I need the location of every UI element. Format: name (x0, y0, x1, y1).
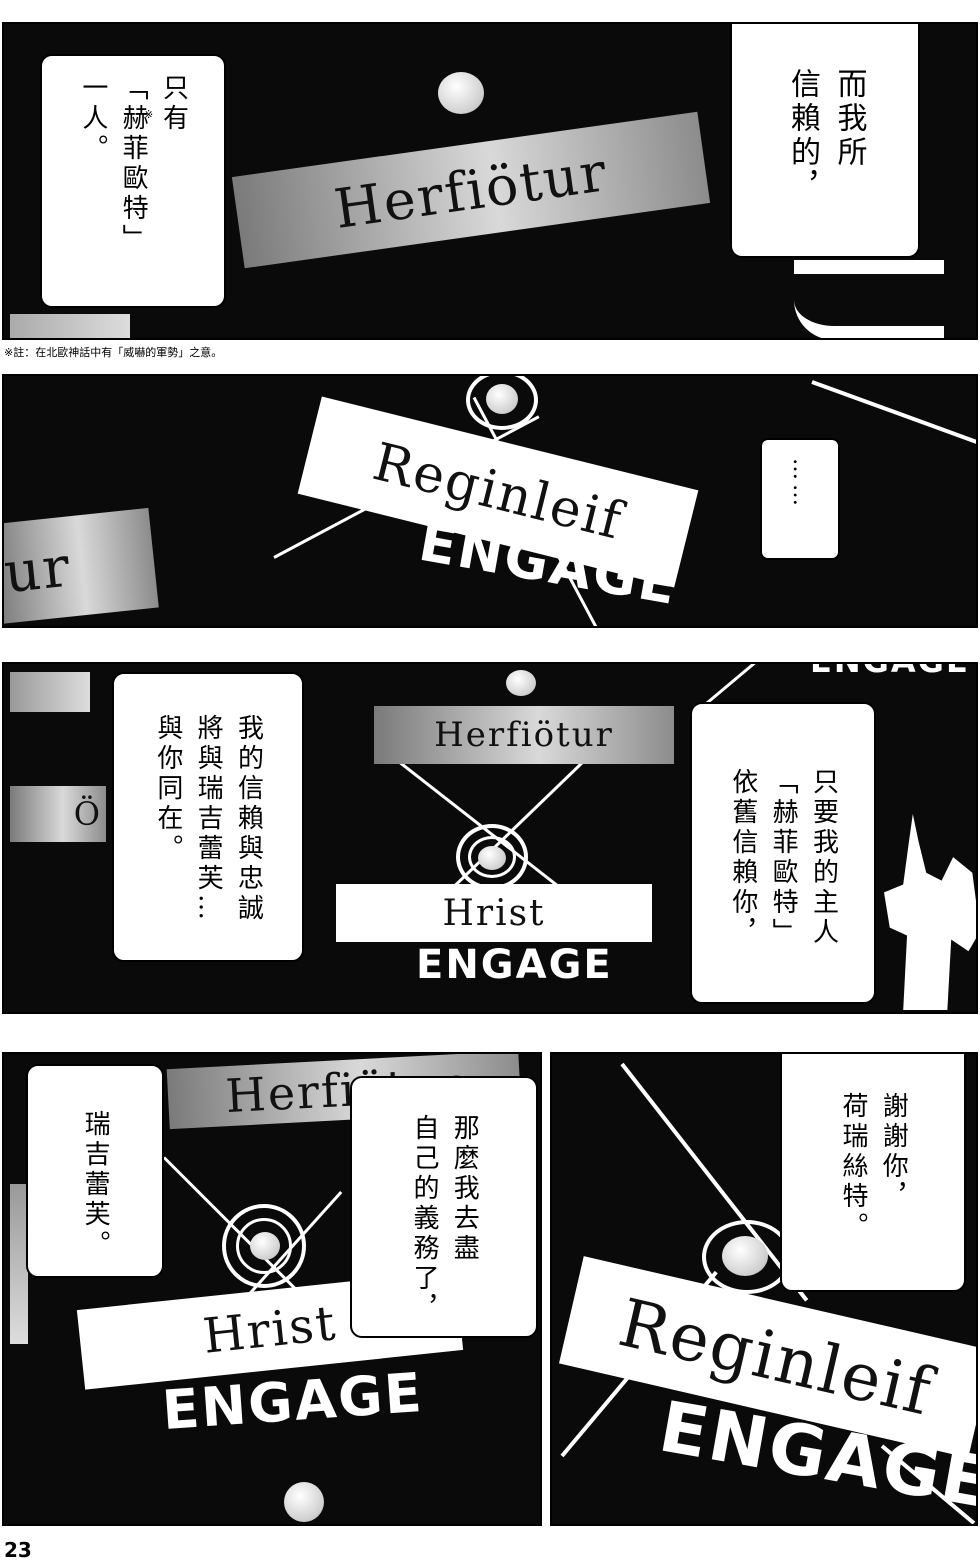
herfiotur-fragment: ur (2, 507, 159, 625)
speech-text: 只要我的主人 「赫菲歐特」 依舊信賴你， (727, 768, 839, 948)
speech-text: 只有 「赫菲歐特」 一人。 (77, 74, 189, 254)
fragment-text: ur (2, 534, 75, 606)
herfiotur-banner-text: Herfiötur (434, 715, 614, 755)
decorative-stripes (794, 260, 944, 338)
light-ring (466, 376, 538, 430)
speech-bubble-as-long-as-master: 只要我的主人 「赫菲歐特」 依舊信賴你， (690, 702, 876, 1004)
speech-bubble-ellipsis: …… (760, 438, 840, 560)
engage-text: ENGAGE (416, 942, 613, 988)
footnote: ※註：在北歐神話中有「威嚇的軍勢」之意。 (4, 346, 223, 359)
banner-fragment (10, 1184, 28, 1344)
light-orb (250, 1232, 280, 1260)
speech-bubble-trust-and-loyalty: 我的信賴與忠誠 將與瑞吉蕾芙… 與你同在。 (112, 672, 304, 962)
light-orb (722, 1236, 768, 1276)
light-orb (284, 1482, 324, 1522)
engage-text-cut: ENGAGE (810, 664, 970, 680)
hrist-banner: Hrist (336, 884, 652, 942)
light-ring (222, 1204, 306, 1288)
speech-bubble-only-herfiotur: 只有 「赫菲歐特」 一人。 ※ (40, 54, 226, 308)
knight-silhouette (884, 814, 976, 1010)
light-orb (478, 846, 506, 870)
light-ring-inner (236, 1218, 292, 1274)
panel-1: Herfiötur 只有 「赫菲歐特」 一人。 ※ 而我所 信賴的， (2, 22, 978, 340)
panel-4: Herfiötur Hrist ENGAGE 瑞吉蕾芙。 那麼我去盡 自己的義務… (2, 1052, 542, 1526)
speech-bubble-thank-you: 謝謝你， 荷瑞絲特。 (780, 1054, 966, 1292)
speech-text: 我的信賴與忠誠 將與瑞吉蕾芙… 與你同在。 (152, 714, 264, 924)
speech-text: 謝謝你， 荷瑞絲特。 (838, 1092, 909, 1242)
fragment-text: Ö (73, 795, 102, 833)
speech-bubble-what-i-trust: 而我所 信賴的， (730, 24, 920, 258)
light-ray (703, 664, 767, 707)
light-orb (506, 670, 536, 696)
page-number: 23 (4, 1538, 32, 1562)
speech-text: 瑞吉蕾芙。 (80, 1110, 111, 1260)
speech-text: …… (788, 458, 814, 510)
light-orb (486, 384, 518, 414)
banner-fragment (10, 672, 90, 712)
light-orb (438, 72, 484, 114)
panel-3: Ö Herfiötur Hrist ENGAGE ENGAGE 我的信賴與忠誠 … (2, 662, 978, 1014)
light-ring-inner (468, 836, 516, 878)
panel-2: ur Reginleif ENGAGE …… (2, 374, 978, 628)
footnote-mark: ※ (144, 108, 154, 121)
herfiotur-banner-text: Herfiötur (330, 139, 612, 241)
hrist-banner-text: Hrist (200, 1295, 340, 1365)
panel-5: Reginleif ENGAGE 謝謝你， 荷瑞絲特。 (550, 1052, 978, 1526)
hrist-banner-text: Hrist (442, 892, 546, 934)
speech-bubble-reginleif: 瑞吉蕾芙。 (26, 1064, 164, 1278)
herfiotur-fragment: Ö (10, 786, 106, 842)
herfiotur-banner: Herfiötur (374, 706, 674, 764)
banner-fragment (10, 314, 130, 338)
herfiotur-banner: Herfiötur (231, 111, 711, 269)
speech-text: 那麼我去盡 自己的義務了， (409, 1114, 480, 1324)
speech-bubble-do-my-duty: 那麼我去盡 自己的義務了， (350, 1076, 538, 1338)
speech-text: 而我所 信賴的， (785, 68, 867, 204)
